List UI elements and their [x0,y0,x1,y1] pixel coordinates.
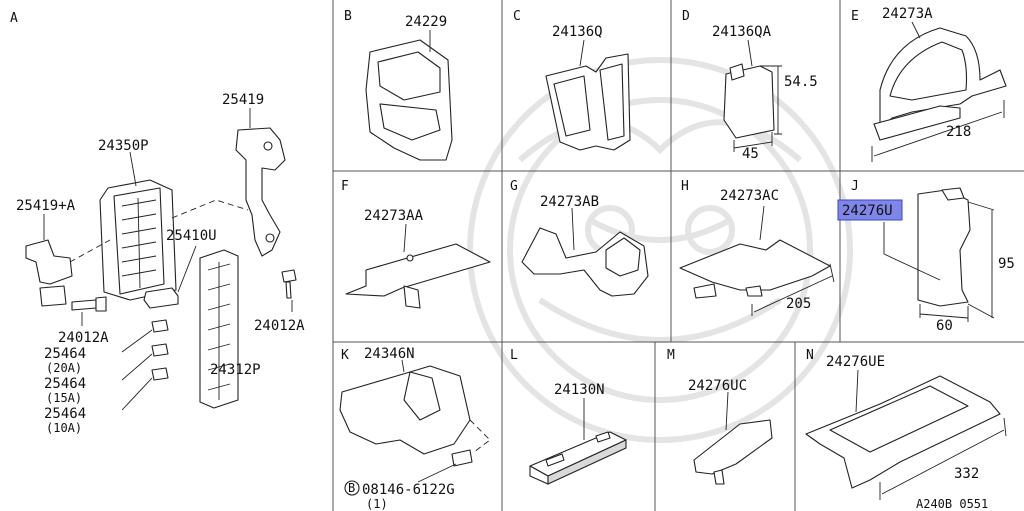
part-number-24130N: 24130N [554,382,605,398]
bolt-08146-part[interactable] [451,449,473,467]
part-number-24276UE: 24276UE [826,354,885,370]
section-label-h: H [681,179,689,194]
section-c: 24136Q [545,24,631,151]
part-number-24276U: 24276U [842,203,893,219]
part-number-25410U: 25410U [166,228,217,244]
section-g: 24273AB [521,194,649,297]
shield-24276U-part[interactable] [917,189,971,307]
section-a: 25419 24012A 24350P 25419+A [16,92,305,435]
bolt-part-left[interactable] [71,299,97,311]
section-grid [332,0,1024,511]
relay-part[interactable] [143,287,179,309]
part-number-24229: 24229 [405,14,447,30]
section-l: 24130N [529,382,627,485]
part-number-24350P: 24350P [98,138,149,154]
section-label-b: B [344,9,352,24]
cover-grille [207,262,231,400]
dimension-e-length: 218 [946,124,971,140]
fuse-rating-20A: (20A) [46,361,82,375]
bracket-24276UC-part[interactable] [693,419,773,475]
section-label-g: G [510,179,518,194]
diagram-code: A240B 0551 [916,497,988,511]
section-label-k: K [341,348,349,363]
section-f: 24273AA [345,208,491,309]
part-number-24276UC: 24276UC [688,378,747,394]
plate-24273AC-part[interactable] [679,239,831,291]
fuse-rating-10A: (10A) [46,421,82,435]
fuse-slots [121,197,157,289]
mount-plate-part[interactable] [39,285,67,307]
bracket-hole [265,233,275,243]
section-label-j: J [851,179,859,194]
part-number-24312P: 24312P [210,362,261,378]
fuse-10A[interactable] [151,367,169,381]
part-number-24136Q: 24136Q [552,24,603,40]
section-label-d: D [682,9,690,24]
watermark-emblem [467,57,853,443]
part-number-24273AC: 24273AC [720,188,779,204]
bolt-symbol-circle [344,480,360,496]
fuse-20A[interactable] [151,319,169,333]
highlighted-part-label [837,199,903,221]
section-label-m: M [667,348,675,363]
part-number-24012A-left: 24012A [58,330,109,346]
section-label-f: F [341,179,349,194]
relay-bracket-part[interactable] [235,127,286,257]
section-j: 24276U 95 60 [837,187,1015,334]
bolt-part[interactable] [281,269,297,283]
part-number-24273AB: 24273AB [540,194,599,210]
bolt-symbol: B [348,481,355,495]
part-number-25419: 25419 [222,92,264,108]
section-label-c: C [513,9,521,24]
section-label-l: L [510,348,518,363]
section-k: 24346N B 08146-6122G (1) [339,346,491,511]
section-n: 24276UE 332 A240B 0551 [805,354,1007,511]
dimension-j-height: 95 [998,256,1015,272]
part-number-25464-20A: 25464 [44,346,86,362]
bracket-24346N-part[interactable] [339,365,471,455]
part-number-24136QA: 24136QA [712,24,772,40]
fuse-15A[interactable] [151,343,169,357]
part-number-24346N: 24346N [364,346,415,362]
section-label-e: E [851,9,859,24]
section-label-n: N [806,348,814,363]
section-d: 24136QA 54.5 45 [712,24,818,162]
section-e: 24273A 218 [871,6,1007,162]
fuse-rating-15A: (15A) [46,391,82,405]
part-number-08146-6122G: 08146-6122G [362,482,455,498]
bracket-hole [263,141,273,151]
section-h: 24273AC 205 [679,188,835,316]
part-number-25419A: 25419+A [16,198,76,214]
dimension-j-width: 60 [936,318,953,334]
part-number-24273A: 24273A [882,6,933,22]
part-number-24012A-right: 24012A [254,318,305,334]
section-label-a: A [10,11,18,26]
bracket-a-part[interactable] [25,239,73,285]
plate-24273AA-part[interactable] [345,243,491,297]
dimension-n-length: 332 [954,466,979,482]
part-number-25464-10A: 25464 [44,406,86,422]
bolt-quantity: (1) [366,497,388,511]
part-number-24273AA: 24273AA [364,208,424,224]
part-number-25464-15A: 25464 [44,376,86,392]
dimension-h-length: 205 [786,296,811,312]
section-b: 24229 [365,14,453,161]
dimension-d-width: 45 [742,146,759,162]
section-m: 24276UC [688,378,773,485]
dimension-d-height: 54.5 [784,74,818,90]
